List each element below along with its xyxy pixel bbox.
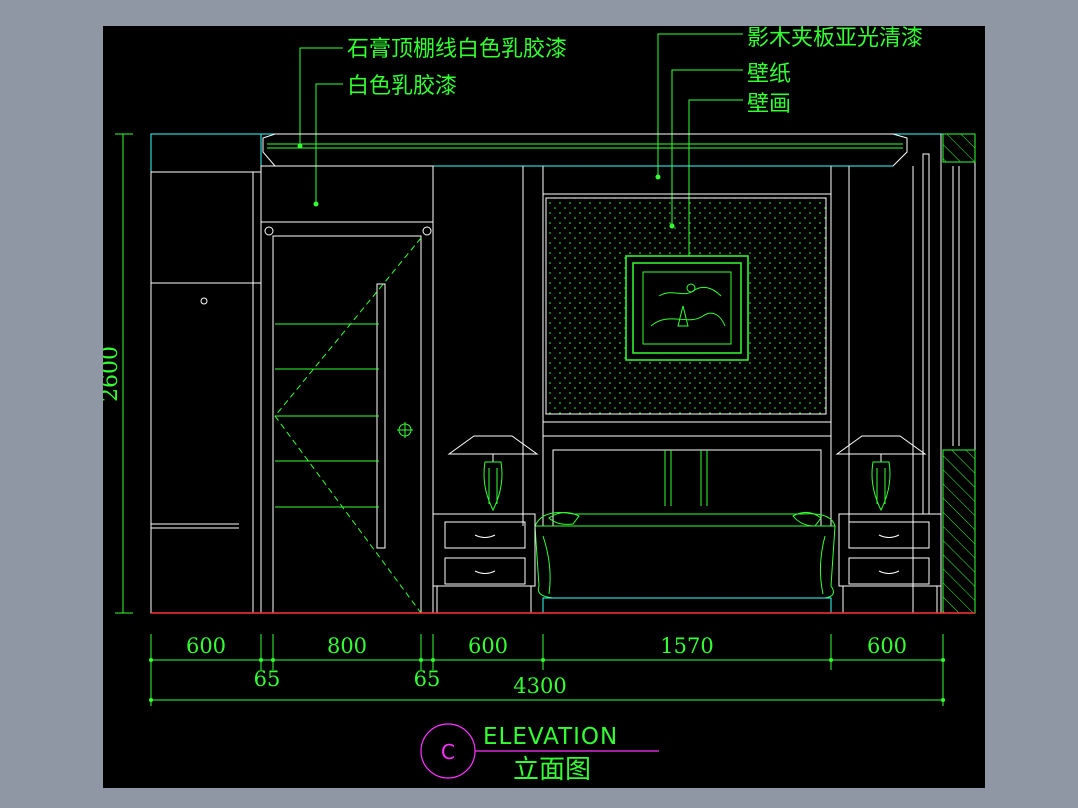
dim-seg-3: 600 <box>468 634 508 658</box>
title-chinese: 立面图 <box>513 755 591 785</box>
label-painting: 壁画 <box>747 92 791 117</box>
elevation-marker-letter: C <box>441 740 455 764</box>
cad-viewport[interactable]: 石膏顶棚线白色乳胶漆 白色乳胶漆 影木夹板亚光清漆 壁纸 壁画 <box>103 26 985 788</box>
bed <box>534 512 836 614</box>
dim-gap-left: 65 <box>254 667 281 691</box>
wall-painting <box>625 255 749 361</box>
lamp-right <box>835 435 927 512</box>
glass-shelves <box>275 323 379 508</box>
title-block: C ELEVATION 立面图 <box>420 723 659 785</box>
dim-gap-right: 65 <box>414 667 441 691</box>
lamp-left <box>447 435 539 512</box>
vertical-dimension <box>115 133 133 614</box>
curtain <box>922 134 960 613</box>
bed-wall-frame <box>522 166 914 613</box>
dim-total: 4300 <box>513 674 566 698</box>
ceiling-moulding <box>151 133 943 167</box>
horizontal-dimensions <box>150 634 944 706</box>
title-elevation: ELEVATION <box>483 724 618 750</box>
wardrobe <box>150 133 262 614</box>
dim-seg-4: 1570 <box>660 634 713 658</box>
nightstand-left <box>432 513 536 613</box>
dim-seg-5: 600 <box>867 634 907 658</box>
dim-ticks <box>149 658 945 702</box>
label-wallpaper: 壁纸 <box>747 62 791 87</box>
nightstand-right <box>838 513 942 613</box>
dim-height: 2600 <box>103 346 123 402</box>
headboard <box>552 449 822 527</box>
dim-seg-2: 800 <box>327 634 367 658</box>
label-gypsum-ceiling: 石膏顶棚线白色乳胶漆 <box>347 37 567 62</box>
label-wood-veneer: 影木夹板亚光清漆 <box>747 26 923 51</box>
label-white-latex: 白色乳胶漆 <box>347 74 457 99</box>
dim-seg-1: 600 <box>186 634 226 658</box>
side-wall-hatch <box>942 133 976 614</box>
door-swing-dashed <box>274 237 422 614</box>
door-frame <box>260 165 434 614</box>
